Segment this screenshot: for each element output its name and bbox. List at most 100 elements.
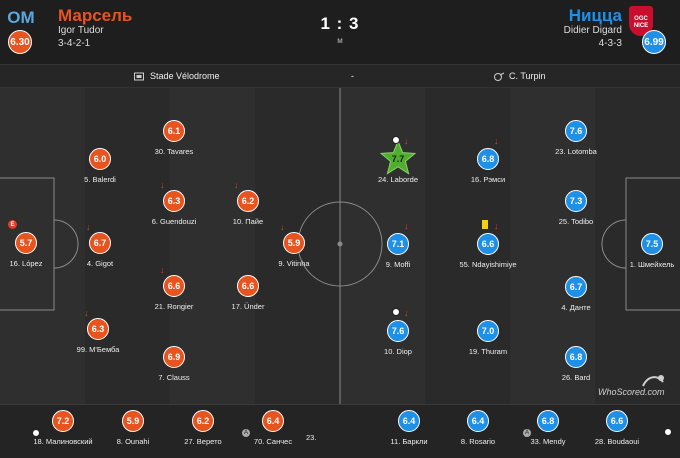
star-of-match-icon: [380, 140, 416, 175]
player-rating: 5.9: [283, 232, 305, 254]
sub-off-arrow-icon: ↓: [234, 180, 239, 190]
player-rating: 5.7: [15, 232, 37, 254]
sub-off-arrow-icon: ↓: [160, 180, 165, 190]
player-rating: 6.6: [477, 233, 499, 255]
player-name[interactable]: 7. Clauss: [158, 373, 190, 382]
player-rating: 6.8: [565, 346, 587, 368]
player-name[interactable]: 4. Gigot: [86, 259, 114, 268]
player-rating: 6.0: [89, 148, 111, 170]
player-name[interactable]: 21. Rongier: [154, 302, 194, 311]
home-player[interactable]: ↓ 5.9 9. Vitinha: [254, 222, 334, 282]
away-substitute[interactable]: 6.4 11. Баркли: [364, 407, 454, 455]
player-name[interactable]: 16. Рэмси: [470, 175, 506, 184]
home-player[interactable]: ↓ 6.7 4. Gigot: [60, 222, 140, 282]
home-player[interactable]: ↓ 6.6 21. Rongier: [134, 265, 214, 325]
player-name[interactable]: 23.: [306, 433, 317, 442]
player-name[interactable]: 28. Boudaoui: [594, 437, 640, 446]
player-rating: 6.2: [192, 410, 214, 432]
away-player[interactable]: 6.8 26. Bard: [536, 346, 616, 396]
player-name[interactable]: 16. López: [9, 259, 43, 268]
match-score: 1 : 3: [320, 14, 360, 33]
player-name[interactable]: 23. Lotomba: [555, 147, 597, 156]
player-name[interactable]: 10. Пайе: [232, 217, 264, 226]
away-player[interactable]: 7.0 19. Thuram: [448, 320, 528, 370]
sub-off-arrow-icon: ↓: [494, 221, 499, 231]
away-substitute[interactable]: 6.4 8. Rosario: [433, 407, 523, 455]
away-player[interactable]: 7.3 25. Todibo: [536, 190, 616, 240]
match-status: м: [337, 36, 343, 45]
away-player[interactable]: ↓ 7.1 9. Moffi: [358, 221, 438, 283]
player-rating: 6.6: [163, 275, 185, 297]
nice-logo-text: OGC NICE: [633, 16, 649, 29]
player-rating: 7.6: [387, 320, 409, 342]
player-name[interactable]: 17. Ünder: [231, 302, 265, 311]
away-player[interactable]: ↓ 7.6 10. Diop: [358, 308, 438, 370]
away-coach[interactable]: Didier Digard: [563, 25, 622, 36]
player-name[interactable]: 70. Санчес: [253, 437, 293, 446]
referee: C. Turpin: [509, 71, 546, 81]
sub-off-arrow-icon: ↓: [86, 222, 91, 232]
away-team-name[interactable]: Ницца: [568, 6, 622, 25]
player-rating: 6.8: [477, 148, 499, 170]
player-name[interactable]: 9. Moffi: [385, 260, 411, 269]
away-player[interactable]: ↓ 6.8 16. Рэмси: [448, 136, 528, 198]
home-player[interactable]: 6.6 17. Ünder: [208, 275, 288, 325]
home-player[interactable]: ↓ 6.2 10. Пайе: [208, 180, 288, 240]
player-rating: 6.1: [163, 120, 185, 142]
home-player[interactable]: 6.0 5. Balerdi: [60, 148, 140, 198]
home-player[interactable]: 6.9 7. Clauss: [134, 346, 214, 396]
home-substitute[interactable]: 6.2 27. Веретo: [158, 407, 248, 455]
player-rating: 7.2: [52, 410, 74, 432]
match-info-bar: Stade Vélodrome - C. Turpin: [0, 64, 680, 88]
player-name[interactable]: 55. Ndayishimiye: [459, 260, 517, 269]
player-name[interactable]: 99. M'Бемба: [76, 345, 120, 354]
player-rating: 6.3: [87, 318, 109, 340]
player-rating: 7.5: [641, 233, 663, 255]
away-player[interactable]: ↓ 7.7 24. Laborde: [358, 136, 438, 198]
player-name[interactable]: 6. Guendouzi: [151, 217, 197, 226]
home-player[interactable]: ↓ 6.3 99. M'Бемба: [58, 308, 138, 368]
player-rating: 6.4: [467, 410, 489, 432]
player-name[interactable]: 11. Баркли: [390, 437, 428, 446]
home-substitute[interactable]: A 6.4 70. Санчес: [228, 407, 318, 455]
away-substitute[interactable]: 6.6 28. Boudaoui: [572, 407, 662, 455]
away-player[interactable]: 7.5 1. Шмейхель: [612, 233, 680, 283]
player-rating: 6.7: [565, 276, 587, 298]
pitch: 6.1 30. Tavares 6.0 5. Balerdi ↓ 6.3 6. …: [0, 88, 680, 404]
player-name[interactable]: 1. Шмейхель: [629, 260, 675, 269]
player-name[interactable]: 9. Vitinha: [278, 259, 310, 268]
player-name[interactable]: 19. Thuram: [468, 347, 508, 356]
home-substitute[interactable]: 5.9 8. Ounahi: [88, 407, 178, 455]
player-name[interactable]: 25. Todibo: [558, 217, 594, 226]
home-player[interactable]: ↓ 6.3 6. Guendouzi: [134, 180, 214, 240]
home-player[interactable]: 6.1 30. Tavares: [134, 120, 214, 170]
player-name[interactable]: 30. Tavares: [154, 147, 194, 156]
player-rating: 6.4: [398, 410, 420, 432]
info-separator: -: [351, 71, 354, 81]
home-team-name[interactable]: Марсель: [58, 6, 133, 25]
player-name[interactable]: 5. Balerdi: [84, 175, 116, 184]
away-player[interactable]: ↓ 6.6 55. Ndayishimiye: [448, 220, 528, 283]
player-name[interactable]: 4. Данте: [561, 303, 591, 312]
player-name[interactable]: 33. Mendy: [530, 437, 566, 446]
home-coach[interactable]: Igor Tudor: [58, 25, 104, 36]
player-rating: 7.1: [387, 233, 409, 255]
assist-icon: A: [523, 429, 531, 437]
home-player[interactable]: E 5.7 16. López: [0, 220, 66, 282]
away-player[interactable]: 6.7 4. Данте: [536, 276, 616, 326]
player-name[interactable]: 8. Rosario: [460, 437, 496, 446]
player-rating: 6.2: [237, 190, 259, 212]
player-name[interactable]: 24. Laborde: [377, 175, 419, 184]
player-name[interactable]: 8. Ounahi: [116, 437, 150, 446]
marseille-logo[interactable]: OM: [4, 6, 38, 46]
goal-ball-icon: [32, 429, 40, 437]
player-name[interactable]: 26. Bard: [561, 373, 591, 382]
player-name[interactable]: 27. Веретo: [184, 437, 222, 446]
player-name[interactable]: 18. Малиновский: [33, 437, 93, 446]
player-name[interactable]: 10. Diop: [384, 347, 412, 356]
home-substitute[interactable]: 7.2 18. Малиновский: [18, 407, 108, 455]
player-rating: 6.7: [89, 232, 111, 254]
sub-off-arrow-icon: ↓: [404, 136, 409, 146]
away-substitute[interactable]: A 6.8 33. Mendy: [503, 407, 593, 455]
away-player[interactable]: 7.6 23. Lotomba: [536, 120, 616, 170]
